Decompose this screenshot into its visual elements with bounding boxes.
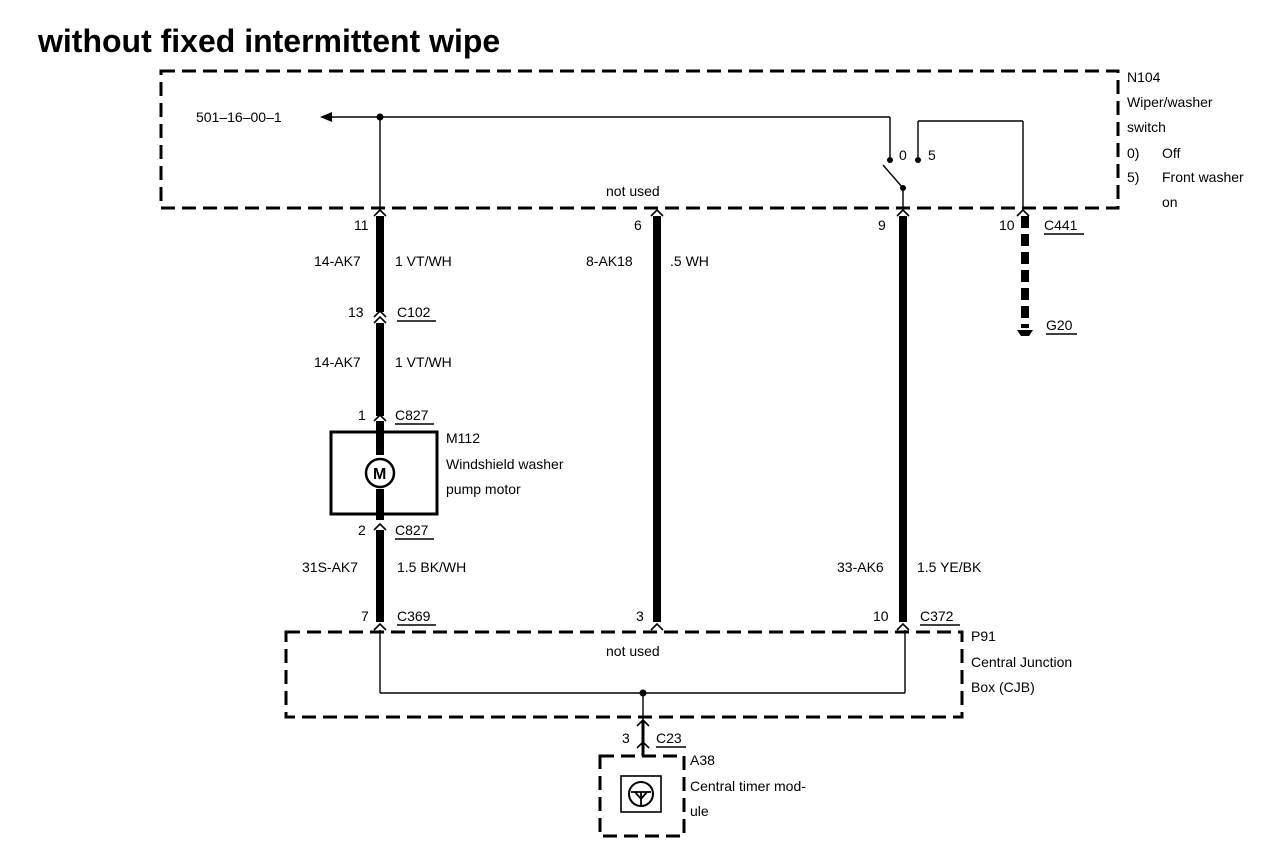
pin-9: 9: [878, 217, 886, 233]
motor-symbol: M: [373, 466, 386, 483]
switch-pos5-label-line1: Front washer: [1162, 169, 1244, 185]
connector-symbol-11: [373, 208, 387, 217]
connector-symbol-6: [650, 208, 664, 217]
wire-left-top-code: 14-AK7: [314, 253, 361, 269]
pin-6: 6: [634, 217, 642, 233]
switch-name-line2: switch: [1127, 119, 1166, 135]
connector-symbol-c827-bottom: [373, 522, 387, 531]
connector-symbol-3: [650, 622, 664, 631]
motor-icon: [364, 457, 396, 489]
switch-contact-5-label: 5: [928, 147, 936, 163]
pin-11: 11: [354, 217, 369, 233]
switch-contact-0-label: 0: [899, 147, 907, 163]
cjb-name-line2: Box (CJB): [971, 679, 1035, 695]
wire-middle-spec: .5 WH: [670, 253, 709, 269]
pin-3-cjb: 3: [636, 608, 644, 624]
switch-contact-5: [915, 157, 921, 163]
timer-symbol-icon: [631, 791, 651, 805]
central-junction-box: [284, 630, 964, 719]
wire-left-low-spec: 1.5 BK/WH: [397, 559, 466, 575]
pin-1: 1: [358, 407, 366, 423]
pin-10-top: 10: [999, 217, 1015, 233]
connector-symbol-c102-upper: [373, 309, 387, 318]
switch-pos5-num: 5): [1127, 169, 1139, 185]
wire-left-mid-code: 14-AK7: [314, 354, 361, 370]
switch-contact-0: [887, 157, 893, 163]
switch-pos0-label: Off: [1162, 145, 1181, 161]
central-timer-module-box: [598, 754, 686, 838]
motor-id: M112: [446, 430, 480, 446]
wire-left-mid-spec: 1 VT/WH: [395, 354, 452, 370]
connector-c372: C372: [920, 608, 954, 624]
wire-middle-code: 8-AK18: [586, 253, 633, 269]
cjb-not-used: not used: [606, 643, 660, 659]
ground-icon: [1017, 330, 1033, 336]
switch-reference: 501–16–00–1: [196, 109, 282, 125]
timer-module-body: [620, 775, 662, 813]
ground-label: G20: [1046, 317, 1073, 333]
connector-symbol-10-cjb: [896, 622, 910, 631]
timer-module-icon: [628, 781, 654, 807]
switch-pos0-num: 0): [1127, 145, 1139, 161]
diagram-title: without fixed intermittent wipe: [37, 23, 500, 59]
pin-3-ctm: 3: [622, 730, 630, 746]
wire-right-code: 33-AK6: [837, 559, 884, 575]
motor-name-line2: pump motor: [446, 481, 521, 497]
wire-left-low-code: 31S-AK7: [302, 559, 358, 575]
connector-symbol-c369: [373, 622, 387, 631]
connector-c102: C102: [397, 304, 431, 320]
switch-pos5-label-line2: on: [1162, 194, 1178, 210]
connector-c827-top: C827: [395, 407, 429, 423]
switch-name-line1: Wiper/washer: [1127, 94, 1213, 110]
wire-right-spec: 1.5 YE/BK: [917, 559, 982, 575]
connector-symbol-c827-top: [373, 413, 387, 422]
connector-symbol-9: [896, 208, 910, 217]
timer-name-line1: Central timer mod-: [690, 778, 806, 794]
wire-left-top-spec: 1 VT/WH: [395, 253, 452, 269]
timer-name-line2: ule: [690, 803, 709, 819]
connector-c23: C23: [656, 730, 682, 746]
connector-c369: C369: [397, 608, 431, 624]
cjb-id: P91: [971, 628, 996, 644]
timer-id: A38: [690, 752, 715, 768]
connector-symbol-c102-lower: [373, 315, 387, 324]
connector-c827-bottom: C827: [395, 522, 429, 538]
switch-id: N104: [1127, 69, 1161, 85]
switch-not-used: not used: [606, 183, 660, 199]
pin-10-cjb: 10: [873, 608, 889, 624]
connector-c441: C441: [1044, 217, 1078, 233]
switch-blade: [882, 164, 904, 189]
connector-symbol-10: [1016, 208, 1030, 217]
motor-name-line1: Windshield washer: [446, 456, 564, 472]
reference-arrow-icon: [320, 112, 332, 122]
pin-13: 13: [348, 304, 364, 320]
pin-2: 2: [358, 522, 366, 538]
cjb-name-line1: Central Junction: [971, 654, 1072, 670]
pin-7: 7: [361, 608, 369, 624]
